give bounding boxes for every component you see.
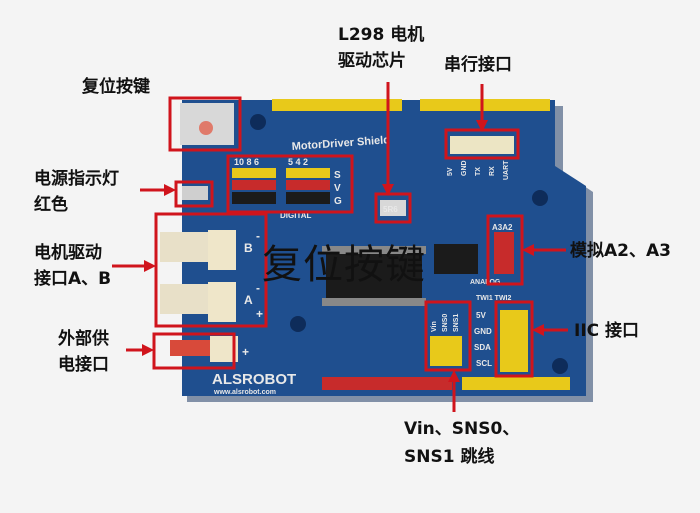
pins-right-label: 5 4 2: [288, 157, 308, 167]
box-digital: [226, 154, 354, 214]
box-iic: [494, 300, 534, 378]
top-header-right: [420, 99, 550, 111]
label-power-led-1: 电源指示灯: [34, 169, 119, 189]
minus-label-a: -: [256, 281, 260, 295]
plus-label-power: +: [242, 345, 249, 359]
bottom-header-yellow: [462, 377, 570, 390]
label-ext-power-1: 外部供: [58, 329, 109, 349]
minus-label-b: -: [256, 229, 260, 243]
iic-pin-4: SCL: [476, 359, 492, 368]
overlay-caption: 复位按键: [262, 242, 426, 288]
iic-pin-1: 5V: [476, 311, 486, 320]
label-motor-port-1: 电机驱动: [34, 243, 102, 263]
serial-pin-4: RX: [489, 166, 496, 176]
bottom-header-red: [322, 377, 452, 390]
label-jumper-1: Vin、SNS0、: [404, 419, 520, 439]
serial-pin-2: GND: [461, 160, 468, 176]
jumper-pin-3: SNS1: [453, 314, 460, 332]
label-reset-button: 复位按键: [82, 77, 150, 97]
box-motor-port: [154, 212, 268, 328]
serial-pin-5: UART: [503, 160, 510, 180]
analog-label: ANALOG: [470, 279, 501, 286]
box-jumper: [424, 300, 472, 372]
pins-left-label: 10 8 6: [234, 157, 259, 167]
digital-label: DIGITAL: [280, 211, 312, 220]
motor-b-label: B: [244, 241, 253, 255]
row-g-label: G: [334, 196, 342, 207]
iic-pin-3: SDA: [474, 343, 491, 352]
box-power-port: [152, 332, 236, 370]
box-led: [174, 180, 214, 208]
label-motor-chip-1: L298 电机: [338, 25, 425, 45]
serial-pin-3: TX: [475, 167, 482, 176]
label-motor-chip-2: 驱动芯片: [338, 51, 406, 71]
digital-headers: [232, 168, 330, 204]
row-v-label: V: [334, 183, 341, 194]
iic-pin-2: GND: [474, 327, 492, 336]
label-analog: 模拟A2、A3: [570, 241, 671, 261]
label-motor-port-2: 接口A、B: [34, 269, 112, 289]
label-ext-power-2: 电接口: [58, 355, 109, 375]
chip-mark: 5R6: [383, 205, 398, 214]
brand-url: www.alsrobot.com: [213, 389, 276, 396]
jumper-pin-2: SNS0: [442, 314, 449, 332]
label-power-led-2: 红色: [34, 195, 68, 215]
label-jumper-2: SNS1 跳线: [404, 447, 495, 467]
twi-label: TWI1 TWI2: [476, 295, 511, 302]
motor-a-label: A: [244, 293, 253, 307]
serial-pin-1: 5V: [447, 167, 454, 176]
plus-label-a: +: [256, 307, 263, 321]
top-header-left: [272, 99, 402, 111]
label-serial-port: 串行接口: [444, 55, 512, 75]
analog-pins-label: A3A2: [492, 223, 513, 232]
jumper-pin-1: Vin: [431, 321, 438, 332]
label-iic: IIC 接口: [574, 321, 640, 341]
row-s-label: S: [334, 170, 341, 181]
box-reset: [168, 96, 242, 152]
brand-logo-text: ALSROBOT: [212, 371, 296, 388]
l298-chip: [326, 254, 422, 298]
box-chip: [374, 192, 412, 224]
